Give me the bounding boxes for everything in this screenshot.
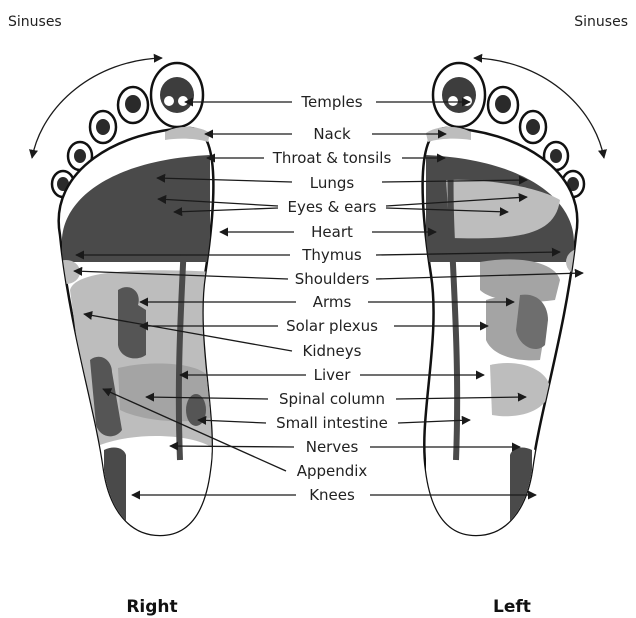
left-sinus-dot-2 (495, 95, 511, 113)
right-temples-zone (160, 77, 194, 113)
center-labels: Temples Nack Throat & tonsils Lungs Eyes… (272, 93, 392, 504)
label-eyes-ears: Eyes & ears (287, 198, 376, 216)
label-spinal-column: Spinal column (279, 390, 385, 408)
right-sinus-dot-3 (96, 119, 110, 135)
sinuses-label-left: Sinuses (8, 14, 62, 30)
left-temple-dot-2 (462, 96, 472, 106)
label-shoulders: Shoulders (295, 270, 370, 288)
label-liver: Liver (314, 366, 352, 384)
right-temple-dot-1 (164, 96, 174, 106)
label-arms: Arms (313, 293, 352, 311)
label-small-intestine: Small intestine (276, 414, 388, 432)
label-appendix: Appendix (297, 462, 368, 480)
label-thymus: Thymus (301, 246, 362, 264)
label-solar-plexus: Solar plexus (286, 317, 378, 335)
label-temples: Temples (300, 93, 362, 111)
label-lungs: Lungs (310, 174, 355, 192)
left-temple-dot-1 (448, 96, 458, 106)
right-sinus-dot-4 (74, 149, 86, 163)
right-foot-caption: Right (126, 597, 177, 617)
left-sinus-dot-4 (550, 149, 562, 163)
left-foot-caption: Left (493, 597, 531, 617)
label-nack: Nack (313, 125, 351, 143)
right-sinus-dot-2 (125, 95, 141, 113)
left-shoulder-zone (566, 248, 598, 276)
label-knees: Knees (309, 486, 355, 504)
label-heart: Heart (311, 223, 353, 241)
left-sinus-dot-3 (526, 119, 540, 135)
left-temples-zone (442, 77, 476, 113)
right-temple-dot-2 (178, 96, 188, 106)
label-kidneys: Kidneys (303, 342, 362, 360)
right-small-intestine-zone (186, 394, 206, 426)
sinuses-label-right: Sinuses (574, 14, 628, 30)
label-throat-tonsils: Throat & tonsils (272, 149, 392, 167)
label-nerves: Nerves (306, 438, 359, 456)
